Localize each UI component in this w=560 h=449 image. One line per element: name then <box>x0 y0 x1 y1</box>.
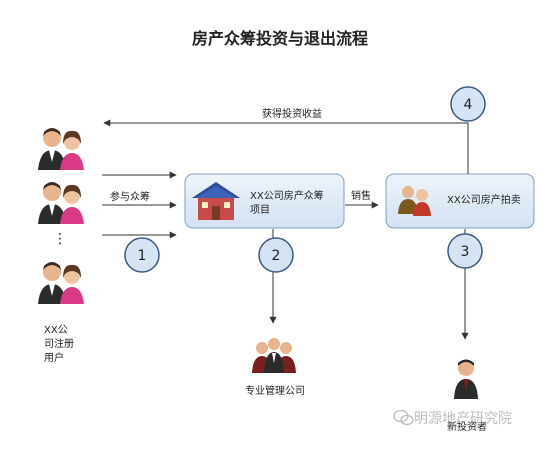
return-label: 获得投资收益 <box>262 107 322 120</box>
project-box-label-line: XX公司房产众筹 <box>250 189 324 202</box>
participate-label: 参与众筹 <box>110 190 150 203</box>
step-circle-2: 2 <box>258 237 294 273</box>
watermark-text: 明源地产研究院 <box>414 411 512 427</box>
wechat-icon <box>393 409 414 426</box>
users-caption-line: XX公 <box>44 325 68 336</box>
people-icon <box>398 186 431 216</box>
step-number: 1 <box>138 248 147 264</box>
step-circle-1: 1 <box>124 237 160 273</box>
investor-icon <box>454 359 478 399</box>
step-circle-4: 4 <box>450 86 486 122</box>
step-circle-3: 3 <box>447 233 483 269</box>
user-couple-icon <box>38 262 84 304</box>
return-arrow <box>103 119 469 174</box>
investor-label: 新投资者 <box>447 420 487 433</box>
house-icon <box>192 182 240 220</box>
user-couple-icon <box>38 182 84 224</box>
watermark: 明源地产研究院 <box>393 409 512 427</box>
auction-box: XX公司房产拍卖 <box>385 173 535 229</box>
users-ellipsis: ⋮ <box>53 231 67 247</box>
auction-box-label: XX公司房产拍卖 <box>447 193 521 206</box>
step-number: 4 <box>464 97 473 113</box>
users-caption-line: 司注册 <box>44 337 74 350</box>
project-box-label: XX公司房产众筹 项目 <box>250 189 327 216</box>
management-team-icon <box>252 338 296 373</box>
users-caption: XX公 司注册 用户 <box>44 325 77 364</box>
sales-label: 销售 <box>351 189 371 202</box>
management-label: 专业管理公司 <box>245 384 305 397</box>
diagram-title: 房产众筹投资与退出流程 <box>192 29 368 48</box>
step-number: 3 <box>461 244 470 260</box>
project-box-label-line: 项目 <box>250 204 270 216</box>
step-number: 2 <box>272 248 281 264</box>
user-group: ⋮ XX公 司注册 用户 <box>38 128 84 364</box>
user-couple-icon <box>38 128 84 170</box>
crowdfunding-project-box: XX公司房产众筹 项目 <box>184 173 345 229</box>
users-caption-line: 用户 <box>44 351 64 364</box>
